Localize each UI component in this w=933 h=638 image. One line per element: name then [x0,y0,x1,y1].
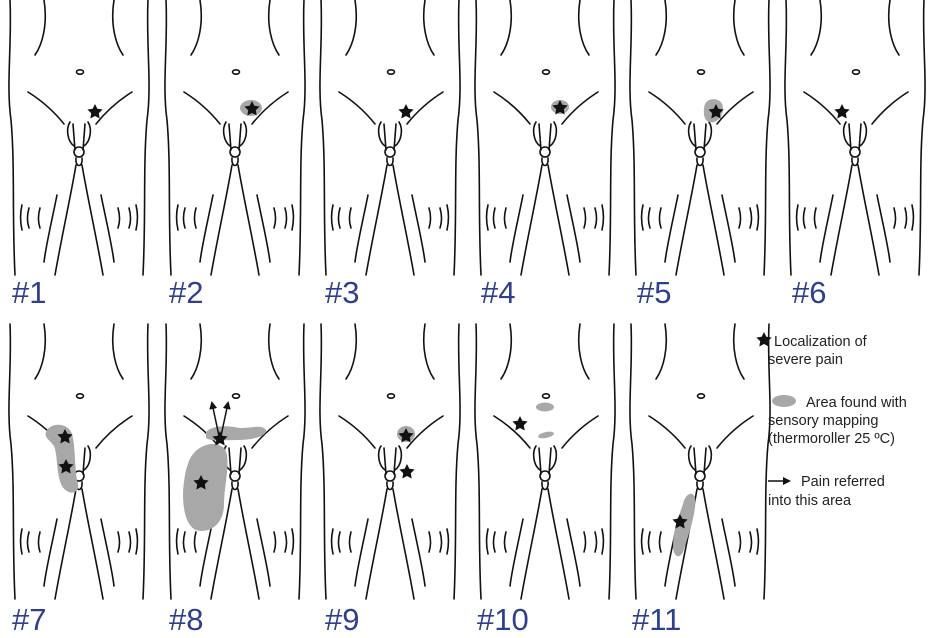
severe-pain-star [87,104,102,118]
panel-label-8: #8 [169,602,203,637]
legend-arrow-line2: into this area [768,493,852,509]
severe-pain-star [512,416,527,430]
panel-label-7: #7 [12,602,46,637]
legend-star-line2: severe pain [768,352,843,368]
panel-label-9: #9 [325,602,359,637]
panel-label-6: #6 [792,275,826,310]
panel-1 [9,0,149,275]
sensory-area [536,403,554,412]
severe-pain-star [834,104,849,118]
legend-area-line1: Area found with [806,395,907,411]
severe-pain-star [398,104,413,118]
legend-area-line3: (thermoroller 25 ºC) [768,431,895,447]
panel-6 [785,0,925,275]
gray-ellipse-icon [772,395,796,407]
legend-arrow-line1: Pain referred [801,474,885,490]
legend: Localization of severe pain Area found w… [756,332,906,509]
legend-area-line2: sensory mapping [768,413,878,429]
panel-4 [475,0,615,275]
panel-label-11: #11 [632,602,681,637]
panel-2 [165,0,305,275]
panel-10 [475,324,615,599]
panel-11 [630,324,770,599]
panel-label-3: #3 [325,275,359,310]
legend-star-line1: Localization of [774,334,868,350]
panel-5 [630,0,770,275]
panel-label-10: #10 [477,602,529,637]
panel-3 [320,0,460,275]
panel-8 [165,324,305,599]
severe-pain-star [399,464,414,478]
panel-label-1: #1 [12,275,46,310]
panel-7 [9,324,149,599]
panel-label-4: #4 [481,275,515,310]
panel-9 [320,324,460,599]
panel-label-2: #2 [169,275,203,310]
sensory-area [538,430,555,439]
panel-label-5: #5 [637,275,671,310]
